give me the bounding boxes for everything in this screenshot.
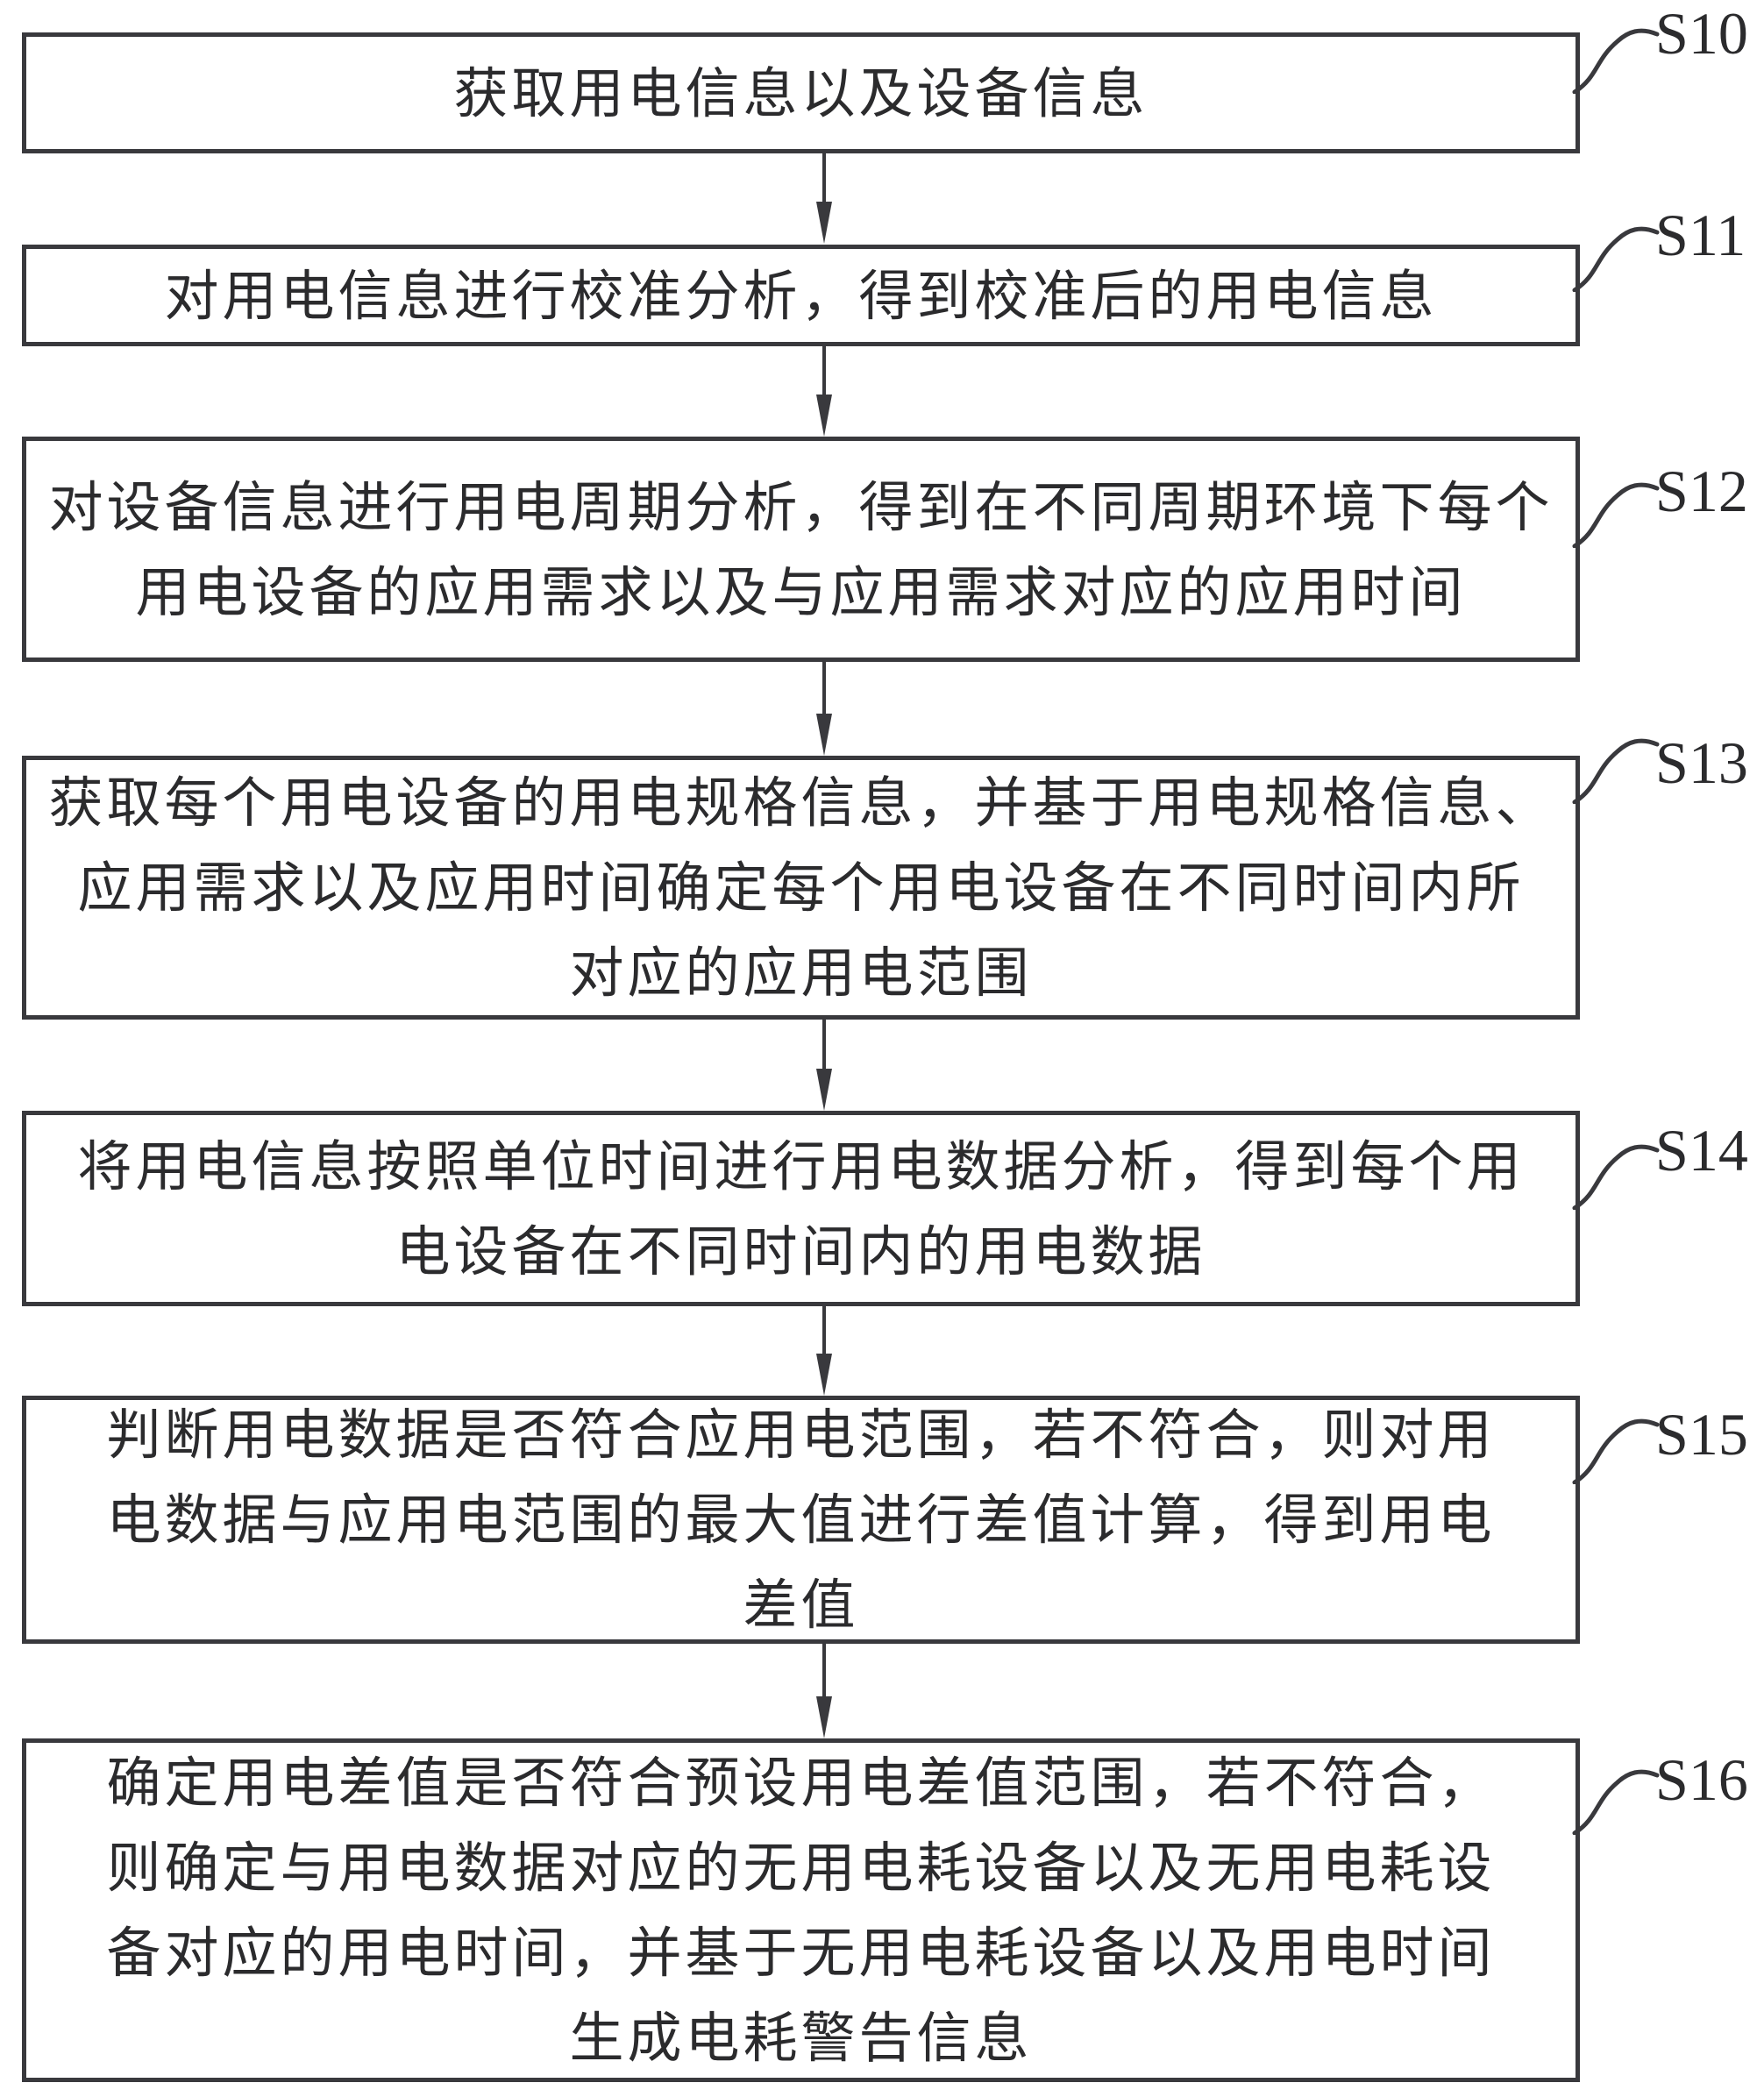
step-label-s15: S15 bbox=[1655, 1401, 1748, 1468]
flow-step-box-s11: 对用电信息进行校准分析，得到校准后的用电信息 bbox=[22, 245, 1580, 346]
arrow-head-icon bbox=[816, 395, 832, 437]
arrow-head-icon bbox=[816, 714, 832, 756]
leader-line-s13 bbox=[1572, 738, 1660, 804]
flow-step-text-s14: 将用电信息按照单位时间进行用电数据分析，得到每个用 电设备在不同时间内的用电数据 bbox=[77, 1134, 1525, 1283]
arrow-shaft bbox=[822, 346, 826, 395]
arrow-head-icon bbox=[816, 202, 832, 244]
arrow-shaft bbox=[822, 153, 826, 202]
flow-step-text-s12: 对设备信息进行用电周期分析，得到在不同周期环境下每个 用电设备的应用需求以及与应… bbox=[48, 474, 1554, 624]
leader-line-s14 bbox=[1572, 1144, 1660, 1210]
flow-step-box-s14: 将用电信息按照单位时间进行用电数据分析，得到每个用 电设备在不同时间内的用电数据 bbox=[22, 1111, 1580, 1306]
step-label-s12: S12 bbox=[1655, 458, 1748, 524]
flow-step-box-s15: 判断用电数据是否符合应用电范围，若不符合，则对用 电数据与应用电范围的最大值进行… bbox=[22, 1396, 1580, 1644]
step-label-s16: S16 bbox=[1655, 1746, 1748, 1813]
flow-step-text-s16: 确定用电差值是否符合预设用电差值范围，若不符合， 则确定与用电数据对应的无用电耗… bbox=[106, 1751, 1496, 2070]
leader-line-s12 bbox=[1572, 482, 1660, 548]
flow-step-text-s11: 对用电信息进行校准分析，得到校准后的用电信息 bbox=[164, 263, 1438, 328]
arrow-head-icon bbox=[816, 1354, 832, 1396]
flow-step-box-s10: 获取用电信息以及设备信息 bbox=[22, 32, 1580, 153]
arrow-head-icon bbox=[816, 1696, 832, 1738]
flow-step-text-s15: 判断用电数据是否符合应用电范围，若不符合，则对用 电数据与应用电范围的最大值进行… bbox=[106, 1403, 1496, 1637]
step-label-s13: S13 bbox=[1655, 729, 1748, 796]
arrow-head-icon bbox=[816, 1069, 832, 1111]
flow-step-box-s12: 对设备信息进行用电周期分析，得到在不同周期环境下每个 用电设备的应用需求以及与应… bbox=[22, 437, 1580, 662]
flow-arrow-3 bbox=[808, 662, 840, 756]
flow-arrow-2 bbox=[808, 346, 840, 437]
arrow-shaft bbox=[822, 662, 826, 714]
flow-step-text-s10: 获取用电信息以及设备信息 bbox=[453, 60, 1149, 125]
flow-step-box-s16: 确定用电差值是否符合预设用电差值范围，若不符合， 则确定与用电数据对应的无用电耗… bbox=[22, 1738, 1580, 2082]
flow-arrow-6 bbox=[808, 1644, 840, 1738]
flow-step-text-s13: 获取每个用电设备的用电规格信息，并基于用电规格信息、 应用需求以及应用时间确定每… bbox=[48, 771, 1554, 1005]
arrow-shaft bbox=[822, 1020, 826, 1069]
leader-line-s16 bbox=[1572, 1769, 1660, 1835]
flow-arrow-5 bbox=[808, 1306, 840, 1396]
step-label-s14: S14 bbox=[1655, 1117, 1748, 1184]
step-label-s10: S10 bbox=[1655, 0, 1748, 67]
leader-line-s15 bbox=[1572, 1418, 1660, 1484]
arrow-shaft bbox=[822, 1306, 826, 1354]
arrow-shaft bbox=[822, 1644, 826, 1696]
flow-step-box-s13: 获取每个用电设备的用电规格信息，并基于用电规格信息、 应用需求以及应用时间确定每… bbox=[22, 756, 1580, 1020]
step-label-s11: S11 bbox=[1655, 202, 1746, 268]
flow-arrow-4 bbox=[808, 1020, 840, 1111]
leader-line-s10 bbox=[1572, 28, 1660, 94]
flow-arrow-1 bbox=[808, 153, 840, 244]
leader-line-s11 bbox=[1572, 226, 1660, 292]
